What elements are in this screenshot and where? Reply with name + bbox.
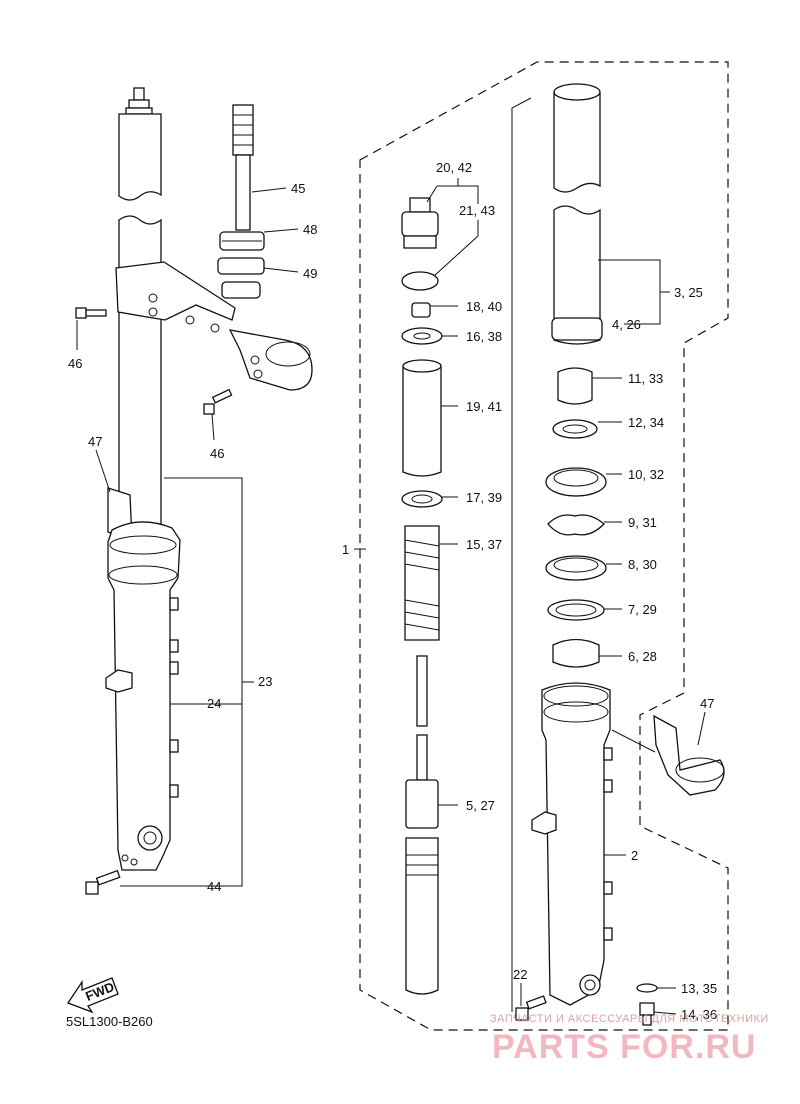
leader-lines <box>76 178 706 1015</box>
label-24: 24 <box>207 696 221 711</box>
label-1: 1 <box>342 542 349 557</box>
callout-labels: 45 48 49 46 46 47 24 23 44 20, 42 21, 43… <box>68 160 717 1022</box>
watermark: ЗАПЧАСТИ И АКСЕССУАРЫ ДЛЯ МОТОТЕХНИКИ PA… <box>490 1013 769 1066</box>
label-3-25: 3, 25 <box>674 285 703 300</box>
label-20-42: 20, 42 <box>436 160 472 175</box>
label-45: 45 <box>291 181 305 196</box>
label-9-31: 9, 31 <box>628 515 657 530</box>
fwd-arrow-icon: FWD <box>67 977 119 1014</box>
right-parts <box>515 83 725 1026</box>
assembly-dashed-outline <box>359 61 729 1031</box>
label-2: 2 <box>631 848 638 863</box>
label-13-35: 13, 35 <box>681 981 717 996</box>
label-47-left: 47 <box>88 434 102 449</box>
label-47-right: 47 <box>700 696 714 711</box>
inner-frame-line <box>511 97 532 1012</box>
watermark-brand: PARTS FOR.RU <box>492 1028 756 1066</box>
label-15-37: 15, 37 <box>466 537 502 552</box>
label-18-40: 18, 40 <box>466 299 502 314</box>
label-46-upper: 46 <box>68 356 82 371</box>
label-21-43: 21, 43 <box>459 203 495 218</box>
label-22: 22 <box>513 967 527 982</box>
label-6-28: 6, 28 <box>628 649 657 664</box>
label-49: 49 <box>303 266 317 281</box>
diagram-code: 5SL1300-B260 <box>66 1014 153 1029</box>
assembled-fork <box>105 87 313 871</box>
watermark-tagline: ЗАПЧАСТИ И АКСЕССУАРЫ ДЛЯ МОТОТЕХНИКИ <box>490 1013 769 1025</box>
label-48: 48 <box>303 222 317 237</box>
label-19-41: 19, 41 <box>466 399 502 414</box>
label-16-38: 16, 38 <box>466 329 502 344</box>
label-44: 44 <box>207 879 221 894</box>
label-8-30: 8, 30 <box>628 557 657 572</box>
bolt-44 <box>85 869 121 895</box>
label-10-32: 10, 32 <box>628 467 664 482</box>
damper-parts <box>401 197 443 995</box>
steering-stem <box>217 104 265 299</box>
bolt-46-lower <box>203 388 233 415</box>
label-7-29: 7, 29 <box>628 602 657 617</box>
label-5-27: 5, 27 <box>466 798 495 813</box>
label-46-lower: 46 <box>210 446 224 461</box>
label-14-36: 14, 36 <box>681 1007 717 1022</box>
bolt-46-upper <box>75 307 107 319</box>
label-11-33: 11, 33 <box>628 371 663 386</box>
label-23: 23 <box>258 674 272 689</box>
label-17-39: 17, 39 <box>466 490 502 505</box>
label-4-26: 4, 26 <box>612 317 641 332</box>
label-12-34: 12, 34 <box>628 415 664 430</box>
